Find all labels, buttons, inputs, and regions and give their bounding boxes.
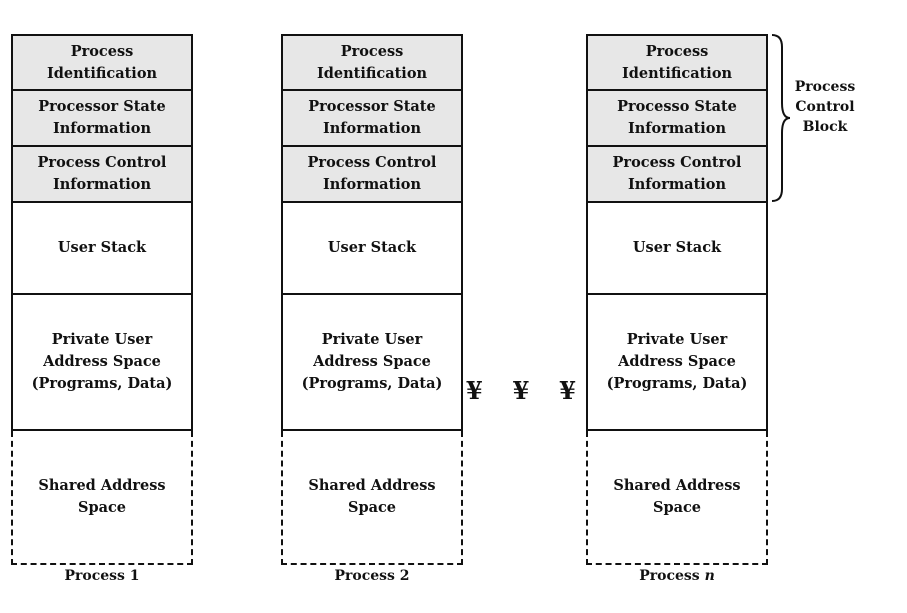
shared-address-space-block: Shared Address Space: [281, 431, 463, 565]
private-address-space-block: Private User Address Space (Programs, Da…: [281, 295, 463, 431]
process-n-caption: Process n: [586, 568, 768, 584]
user-stack-block: User Stack: [586, 203, 768, 295]
process-1-caption: Process 1: [64, 568, 140, 584]
ellipsis-mark: ¥: [466, 376, 483, 405]
processor-state-block: Processor State Information: [11, 91, 193, 147]
private-address-space-block: Private User Address Space (Programs, Da…: [586, 295, 768, 431]
process-control-block-label: Process Control Block: [794, 79, 856, 135]
process-identification-block: Process Identification: [11, 34, 193, 91]
processor-state-block: Processor State Information: [281, 91, 463, 147]
process-control-info-block: Process Control Information: [11, 147, 193, 203]
process-identification-block: Process Identification: [281, 34, 463, 91]
processor-state-block: Processo State Information: [586, 91, 768, 147]
process-n-image: Process Identification Processo State In…: [586, 34, 768, 565]
process-1-image: Process Identification Processor State I…: [11, 34, 193, 565]
process-identification-block: Process Identification: [586, 34, 768, 91]
process-control-info-block: Process Control Information: [586, 147, 768, 203]
curly-brace-icon: [771, 34, 791, 202]
caption-prefix: Process: [639, 568, 700, 584]
user-stack-block: User Stack: [11, 203, 193, 295]
process-2-image: Process Identification Processor State I…: [281, 34, 463, 565]
ellipsis-marks: ¥ ¥ ¥: [466, 376, 576, 406]
process-control-info-block: Process Control Information: [281, 147, 463, 203]
caption-variable: n: [704, 568, 715, 584]
shared-address-space-block: Shared Address Space: [11, 431, 193, 565]
user-stack-block: User Stack: [281, 203, 463, 295]
process-2-caption: Process 2: [334, 568, 410, 584]
ellipsis-mark: ¥: [559, 376, 576, 405]
shared-address-space-block: Shared Address Space: [586, 431, 768, 565]
ellipsis-mark: ¥: [512, 376, 530, 405]
private-address-space-block: Private User Address Space (Programs, Da…: [11, 295, 193, 431]
